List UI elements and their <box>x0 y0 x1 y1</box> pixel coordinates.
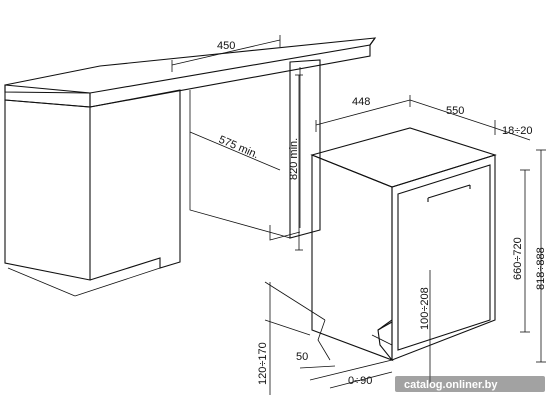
dim-niche-width: 575 min. <box>217 134 261 162</box>
watermark: catalog.onliner.by <box>395 376 545 392</box>
dim-plinth-depth: 50 <box>296 351 308 363</box>
dim-plinth-height: 120÷170 <box>257 342 269 385</box>
dim-foot-offset: 0÷90 <box>348 375 372 387</box>
dim-cabinet-depth: 450 <box>217 40 235 52</box>
dishwasher-door <box>397 164 491 351</box>
dim-door-offset: 18÷20 <box>502 125 533 137</box>
dimension-lines <box>171 35 546 395</box>
dim-body-height: 660÷720 <box>512 237 524 280</box>
dishwasher-top <box>310 127 497 188</box>
watermark-background <box>395 376 545 392</box>
dishwasher-front <box>391 154 496 361</box>
dim-overall-height: 818÷888 <box>535 247 547 290</box>
kitchen-cabinet <box>4 37 377 297</box>
dishwasher <box>310 127 497 362</box>
dim-appliance-depth: 550 <box>446 105 464 117</box>
dim-appliance-width: 448 <box>352 96 370 108</box>
left-base-unit <box>4 99 91 281</box>
dim-plinth-gap: 100÷208 <box>419 287 431 330</box>
door-handle <box>427 184 471 202</box>
plinth <box>377 321 393 360</box>
right-base-unit <box>289 59 321 239</box>
dim-niche-height: 820 min. <box>288 138 300 180</box>
watermark-text: catalog.onliner.by <box>404 379 498 391</box>
